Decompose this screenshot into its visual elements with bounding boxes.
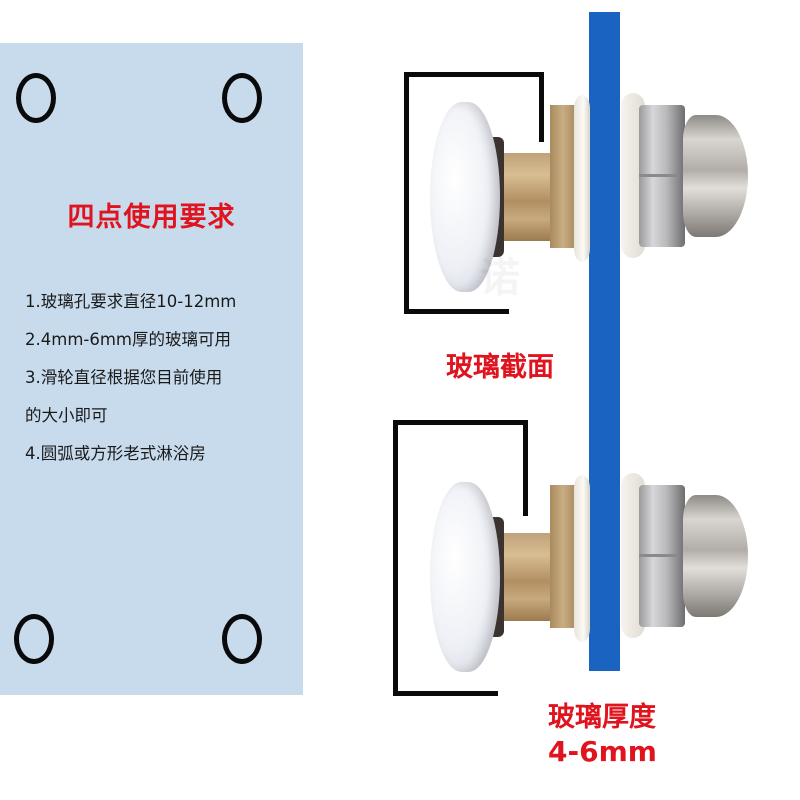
upper-roller-assembly [0, 92, 800, 312]
hole-circle-icon-bottom-left [14, 614, 54, 664]
dome-cap-nut [683, 115, 748, 237]
glass-cross-section [589, 12, 620, 671]
requirements-panel [0, 43, 303, 695]
glass-thickness-value: 4-6mm [548, 735, 657, 768]
washer-left [574, 95, 590, 262]
requirements-list: 1.玻璃孔要求直径10-12mm 2.4mm-6mm厚的玻璃可用 3.滑轮直径根… [25, 283, 300, 473]
panel-title: 四点使用要求 [67, 202, 236, 233]
roller-wheel [430, 482, 500, 672]
washer-left [574, 475, 590, 642]
requirement-item-continued: 的大小即可 [25, 406, 108, 425]
hex-nut-edge [639, 554, 679, 557]
dome-cap-nut [683, 495, 748, 617]
requirement-item: 4.圆弧或方形老式淋浴房 [25, 444, 206, 463]
hex-nut-edge [639, 174, 679, 177]
glass-thickness-label: 玻璃厚度 [548, 702, 656, 733]
watermark: 诺 [480, 255, 520, 301]
lower-bracket-left-leg [393, 420, 498, 696]
hole-circle-icon-top-right [222, 73, 262, 123]
roller-wheel [430, 102, 500, 292]
glass-section-label: 玻璃截面 [446, 352, 554, 383]
hole-circle-icon-top-left [16, 73, 56, 123]
requirement-item: 2.4mm-6mm厚的玻璃可用 [25, 330, 231, 349]
requirement-item: 3.滑轮直径根据您目前使用 [25, 368, 223, 387]
upper-bracket-left-leg [404, 72, 509, 314]
hole-circle-icon-bottom-right [222, 614, 262, 664]
requirement-item: 1.玻璃孔要求直径10-12mm [25, 292, 237, 311]
lower-roller-assembly [0, 472, 800, 692]
